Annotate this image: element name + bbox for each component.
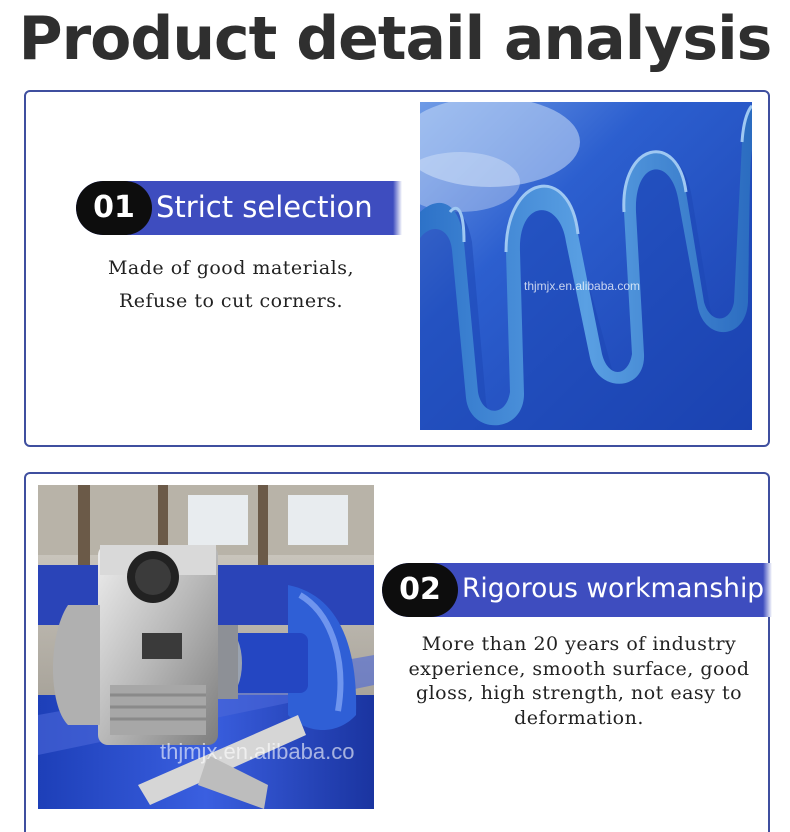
description-line: experience, smooth surface, good [408,657,750,680]
corrugated-sidewall-illustration: thjmjx.en.alibaba.com [420,102,752,430]
description-line: Made of good materials, [107,257,355,279]
section-number-badge: 02 [382,563,458,617]
section-title: Rigorous workmanship [462,573,765,604]
conveyor-belt-photo: thjmjx.en.alibaba.com [420,102,752,430]
page-title: Product detail analysis [18,4,773,74]
feature-card-strict-selection: 01 Strict selection Made of good materia… [24,90,770,447]
description-line: deformation. [514,706,644,729]
watermark: thjmjx.en.alibaba.co [160,739,354,764]
gear-motor-photo: thjmjx.en.alibaba.co [38,485,374,809]
section-description: More than 20 years of industry experienc… [394,632,764,730]
gear-motor-illustration: thjmjx.en.alibaba.co [38,485,374,809]
description-line: More than 20 years of industry [421,633,737,655]
section-heading-pill: 01 Strict selection [76,181,402,235]
watermark: thjmjx.en.alibaba.com [524,279,640,293]
description-line: gloss, high strength, not easy to [415,682,743,704]
section-number-badge: 01 [76,181,152,235]
section-title: Strict selection [156,190,373,224]
feature-card-rigorous-workmanship: thjmjx.en.alibaba.co 02 Rigorous workman… [24,472,772,832]
section-description: Made of good materials, Refuse to cut co… [66,252,396,318]
section-heading-pill: 02 Rigorous workmanship [382,563,772,617]
description-line: Refuse to cut corners. [118,290,344,312]
